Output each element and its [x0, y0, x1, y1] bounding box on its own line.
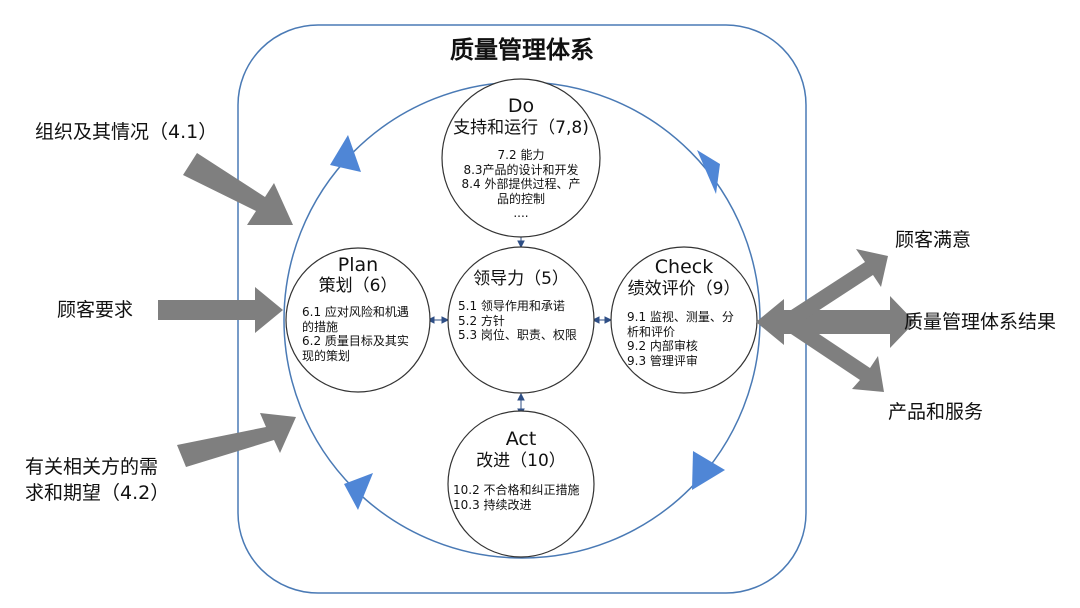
act-label: Act — [505, 428, 537, 450]
act-item: 10.2 不合格和纠正措施 — [453, 483, 580, 497]
input-arrow-interested — [177, 413, 296, 467]
plan-label: Plan — [337, 254, 379, 276]
act-items: 10.2 不合格和纠正措施 10.3 持续改进 — [453, 483, 593, 512]
output-products-services: 产品和服务 — [888, 401, 984, 423]
do-title: 支持和运行（7,8) — [453, 118, 589, 138]
check-item: 9.3 管理评审 — [627, 353, 698, 368]
check-items: 9.1 监视、测量、分 析和评价 9.2 内部审核 9.3 管理评审 — [627, 310, 747, 368]
center-item: 5.2 方针 — [458, 313, 505, 328]
connector-plan-center — [426, 316, 450, 324]
cycle-arrowhead-top-left — [330, 135, 361, 172]
input-arrow-context — [183, 153, 293, 225]
center-circle — [447, 246, 595, 394]
cycle-arrowhead-bottom-left — [344, 473, 373, 510]
input-arrow-customer — [158, 287, 283, 333]
input-interested-parties-label: 有关相关方的需 求和期望（4.2） — [25, 454, 169, 506]
plan-title: 策划（6） — [318, 276, 398, 296]
output-arrows — [756, 249, 915, 392]
plan-items: 6.1 应对风险和机遇 的措施 6.2 质量目标及其实 现的策划 — [302, 305, 422, 363]
input-interested-parties-line: 有关相关方的需 — [25, 456, 159, 478]
cycle-arrowhead-bottom-right — [692, 451, 725, 490]
do-item: 8.3产品的设计和开发 — [463, 162, 579, 177]
do-item: .... — [513, 206, 529, 220]
input-context-label: 组织及其情况（4.1） — [35, 121, 218, 143]
do-circle — [441, 78, 601, 238]
input-interested-parties-line: 求和期望（4.2） — [25, 482, 170, 504]
check-title: 绩效评价（9） — [627, 279, 741, 299]
plan-item: 现的策划 — [302, 348, 351, 363]
act-circle — [447, 410, 595, 558]
do-item: 品的控制 — [496, 191, 545, 206]
output-qms-results: 质量管理体系结果 — [904, 311, 1057, 333]
output-customer-satisfaction: 顾客满意 — [895, 229, 972, 251]
check-label: Check — [654, 256, 714, 278]
do-item: 7.2 能力 — [497, 148, 545, 162]
plan-circle — [285, 247, 431, 393]
do-label: Do — [507, 95, 535, 117]
act-title: 改进（10） — [476, 451, 566, 471]
system-title: 质量管理体系 — [450, 36, 594, 64]
do-item: 8.4 外部提供过程、产 — [461, 177, 581, 191]
plan-item: 6.1 应对风险和机遇 — [302, 305, 409, 319]
check-circle — [610, 246, 758, 394]
check-item: 9.1 监视、测量、分 — [627, 310, 734, 324]
do-items: 7.2 能力 8.3产品的设计和开发 8.4 外部提供过程、产 品的控制 ...… — [441, 148, 601, 221]
check-item: 9.2 内部审核 — [627, 339, 698, 353]
check-item: 析和评价 — [627, 324, 676, 339]
plan-item: 6.2 质量目标及其实 — [302, 334, 409, 348]
plan-item: 的措施 — [302, 319, 339, 334]
center-items: 5.1 领导作用和承诺 5.2 方针 5.3 岗位、职责、权限 — [458, 299, 593, 343]
center-item: 5.1 领导作用和承诺 — [458, 299, 565, 313]
center-title: 领导力（5） — [473, 269, 569, 289]
act-item: 10.3 持续改进 — [453, 497, 532, 512]
center-item: 5.3 岗位、职责、权限 — [458, 328, 577, 342]
connector-center-check — [591, 316, 613, 324]
cycle-arrowhead-top-right — [697, 150, 720, 194]
input-customer-requirements-label: 顾客要求 — [57, 299, 134, 321]
